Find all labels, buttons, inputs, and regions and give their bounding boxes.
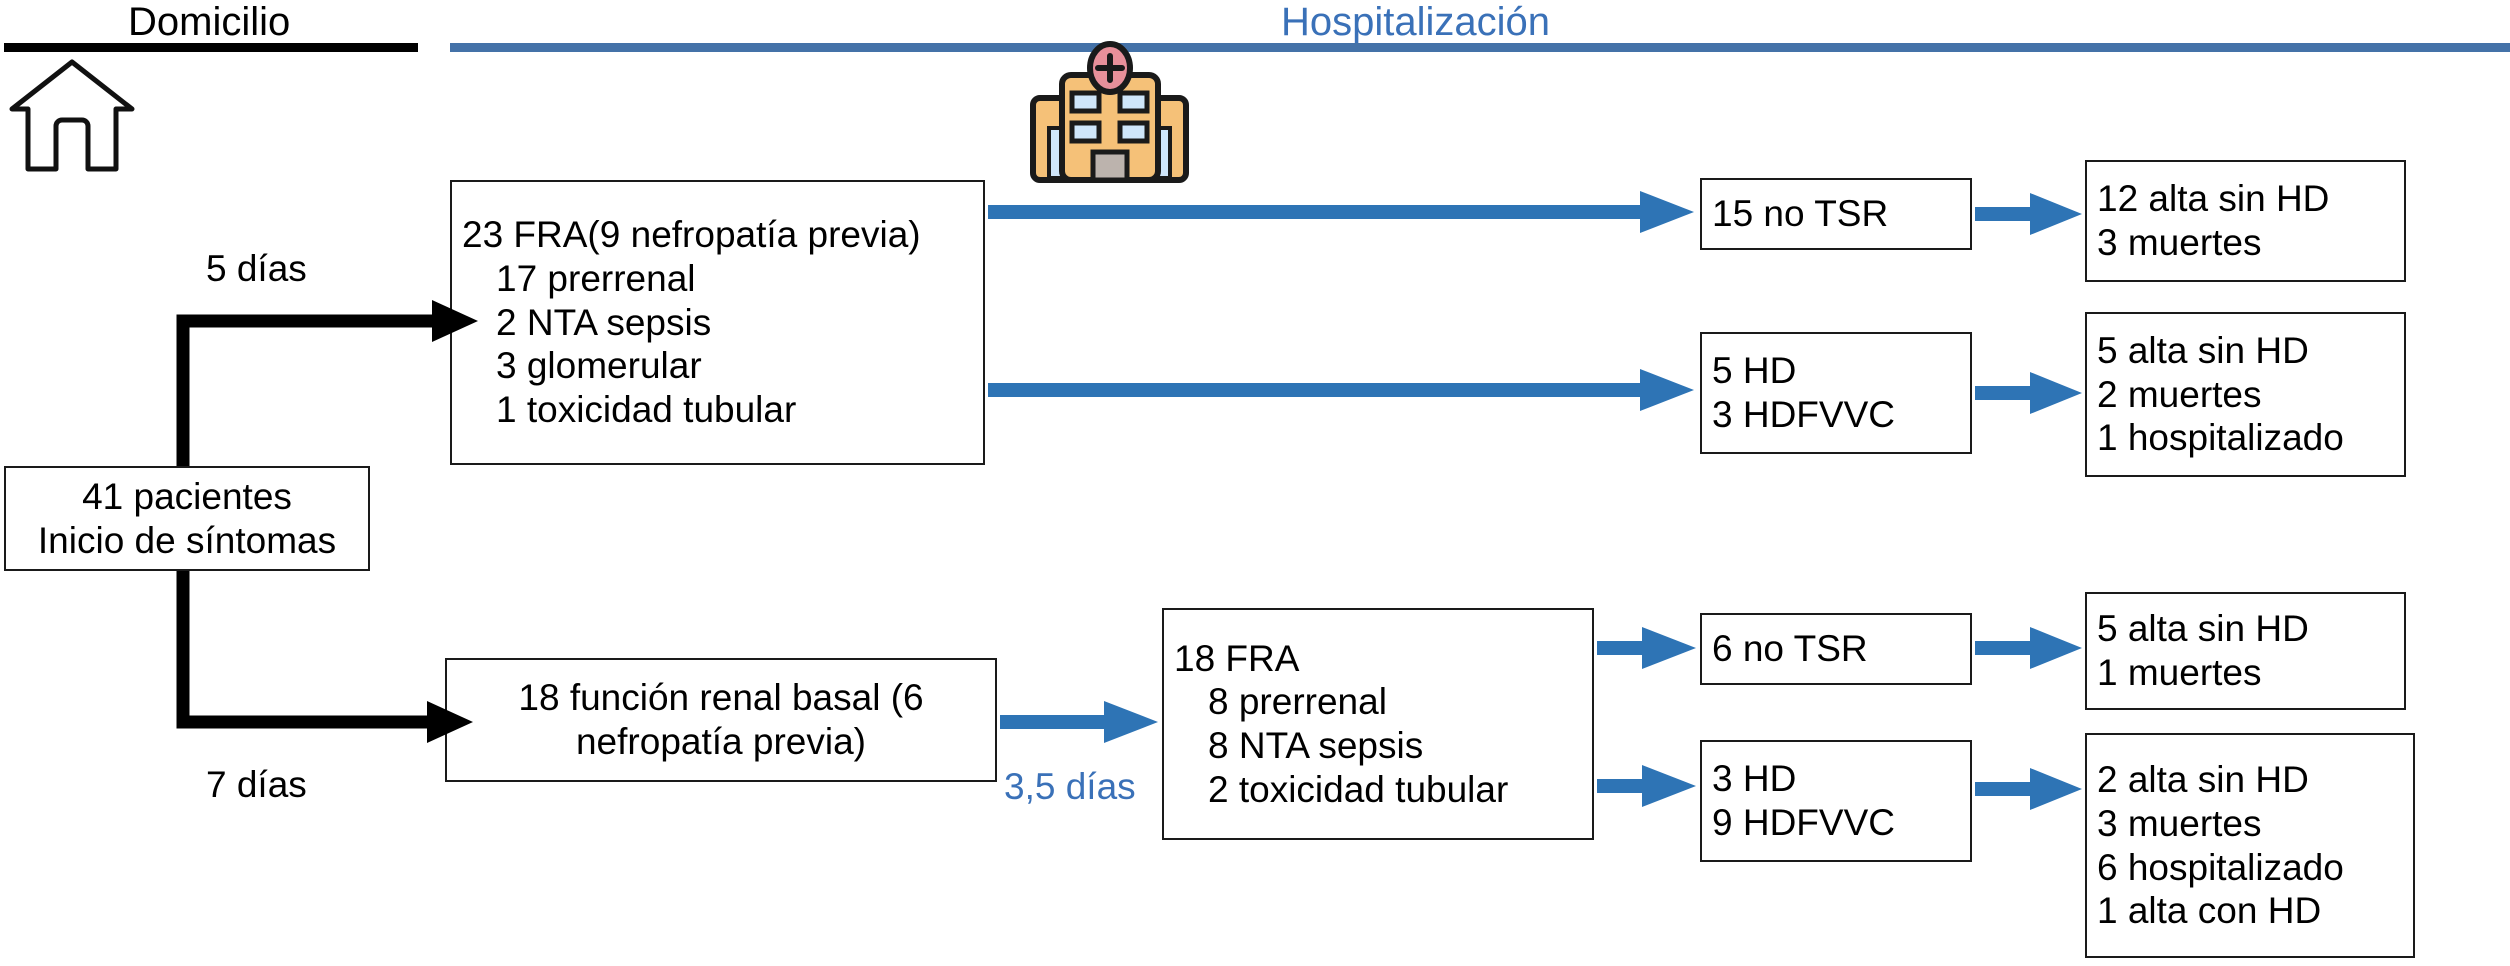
hospitalizacion-divider	[450, 43, 2510, 52]
box-fra-top-line-3: 3 glomerular	[496, 345, 702, 387]
arrow-renal-basal-to-fra-bottom	[1000, 701, 1158, 743]
box-fra-top-line-0: 23 FRA(9 nefropatía previa)	[462, 214, 921, 256]
box-fra-bottom[interactable]: 18 FRA 8 prerrenal 8 NTA sepsis 2 toxici…	[1162, 608, 1594, 840]
arrow-no-tsr-bottom-to-outcome-1	[1975, 627, 2082, 669]
box-hd-top-line-1: 3 HDFVVC	[1712, 394, 1895, 435]
edge-label-7-dias: 7 días	[206, 764, 307, 805]
box-hd-bottom-line-1: 9 HDFVVC	[1712, 802, 1895, 843]
box-fra-top[interactable]: 23 FRA(9 nefropatía previa) 17 prerrenal…	[450, 180, 985, 465]
edge-label-5-dias: 5 días	[206, 248, 307, 289]
arrow-fra-bottom-to-no-tsr	[1597, 627, 1696, 669]
arrow-fra-top-to-no-tsr	[988, 191, 1694, 233]
box-outcome-bottom-2-line-2: 6 hospitalizado	[2097, 846, 2344, 888]
box-no-tsr-top[interactable]: 15 no TSR	[1700, 178, 1972, 250]
domicilio-divider	[4, 43, 418, 52]
box-outcome-top-2[interactable]: 5 alta sin HD 2 muertes 1 hospitalizado	[2085, 312, 2406, 477]
box-hd-bottom[interactable]: 3 HD 9 HDFVVC	[1700, 740, 1972, 862]
box-start-line-1: Inicio de síntomas	[37, 519, 337, 561]
box-no-tsr-bottom-line-0: 6 no TSR	[1712, 628, 1868, 670]
arrow-start-to-fra-top	[176, 300, 478, 466]
house-icon	[9, 59, 135, 172]
arrow-fra-top-to-hd	[988, 369, 1694, 411]
arrow-fra-bottom-to-hd	[1597, 765, 1696, 807]
hospital-building-icon	[1030, 41, 1189, 183]
arrow-hd-to-outcome-top-2	[1975, 372, 2082, 414]
box-renal-basal-line-0: 18 función renal basal (6	[518, 677, 924, 719]
box-no-tsr-bottom[interactable]: 6 no TSR	[1700, 613, 1972, 685]
box-outcome-bottom-2-line-1: 3 muertes	[2097, 802, 2262, 844]
arrow-start-to-renal-basal	[176, 571, 473, 743]
arrow-hd-bottom-to-outcome-2	[1975, 768, 2082, 810]
box-fra-top-line-1: 17 prerrenal	[496, 258, 696, 300]
box-outcome-bottom-1-line-1: 1 muertes	[2097, 652, 2262, 693]
box-fra-bottom-line-3: 2 toxicidad tubular	[1208, 768, 1509, 810]
box-fra-top-line-4: 1 toxicidad tubular	[496, 388, 797, 430]
box-outcome-bottom-1[interactable]: 5 alta sin HD 1 muertes	[2085, 592, 2406, 710]
box-fra-top-line-2: 2 NTA sepsis	[496, 301, 712, 343]
box-fra-bottom-line-2: 8 NTA sepsis	[1208, 725, 1424, 766]
box-outcome-bottom-1-line-0: 5 alta sin HD	[2097, 608, 2309, 650]
box-hd-top-line-0: 5 HD	[1712, 350, 1797, 392]
box-outcome-top-2-line-1: 2 muertes	[2097, 373, 2262, 415]
box-hd-top[interactable]: 5 HD 3 HDFVVC	[1700, 332, 1972, 454]
arrow-no-tsr-to-outcome-top-1	[1975, 193, 2082, 235]
box-outcome-bottom-2-line-3: 1 alta con HD	[2097, 890, 2322, 932]
box-outcome-top-1-line-0: 12 alta sin HD	[2097, 178, 2330, 220]
box-hd-bottom-line-0: 3 HD	[1712, 758, 1797, 800]
box-renal-basal[interactable]: 18 función renal basal (6 nefropatía pre…	[445, 658, 997, 782]
box-start-line-0: 41 pacientes	[82, 475, 292, 517]
section-title-hospitalizacion: Hospitalización	[1281, 0, 1551, 44]
box-fra-bottom-line-1: 8 prerrenal	[1208, 681, 1387, 723]
box-fra-bottom-line-0: 18 FRA	[1174, 637, 1300, 679]
box-start[interactable]: 41 pacientes Inicio de síntomas	[4, 466, 370, 571]
box-outcome-bottom-2-line-0: 2 alta sin HD	[2097, 759, 2309, 801]
box-no-tsr-top-line-0: 15 no TSR	[1712, 193, 1889, 235]
box-outcome-bottom-2[interactable]: 2 alta sin HD 3 muertes 6 hospitalizado …	[2085, 733, 2415, 958]
box-renal-basal-line-1: nefropatía previa)	[575, 721, 866, 762]
box-outcome-top-1-line-1: 3 muertes	[2097, 222, 2262, 263]
box-outcome-top-2-line-2: 1 hospitalizado	[2097, 417, 2344, 459]
edge-label-3-5-dias: 3,5 días	[1004, 766, 1136, 807]
box-outcome-top-1[interactable]: 12 alta sin HD 3 muertes	[2085, 160, 2406, 282]
section-title-domicilio: Domicilio	[128, 0, 291, 44]
box-outcome-top-2-line-0: 5 alta sin HD	[2097, 330, 2309, 372]
